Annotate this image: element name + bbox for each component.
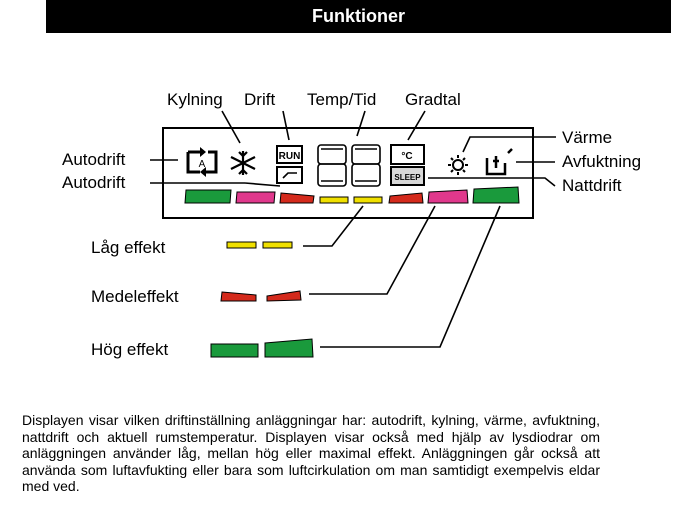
sleep-text: SLEEP: [394, 173, 421, 182]
legend-low-bars: [226, 241, 293, 249]
sleep-indicator-box: [390, 166, 425, 186]
label-lag-effekt: Låg effekt: [91, 238, 166, 257]
label-varme: Värme: [562, 128, 613, 147]
led-medium-right: [388, 192, 424, 204]
led-low-left: [319, 196, 349, 204]
label-drift: Drift: [244, 90, 276, 109]
description-paragraph: Displayen visar vilken driftinställning …: [22, 412, 600, 494]
label-temp-tid: Temp/Tid: [307, 90, 377, 109]
led-high-right: [472, 186, 520, 204]
digit-display: [317, 144, 381, 187]
timer-indicator-box: [276, 166, 303, 184]
label-kylning: Kylning: [167, 90, 223, 109]
label-autodrift-bottom: Autodrift: [62, 173, 126, 192]
run-indicator-box: [276, 145, 303, 164]
label-hog-effekt: Hög effekt: [91, 340, 169, 359]
celsius-text: °C: [401, 151, 412, 162]
auto-mode-icon: A: [186, 147, 218, 177]
led-low-right: [353, 196, 383, 204]
legend-medium-bars: [220, 290, 302, 302]
label-autodrift-top: Autodrift: [62, 150, 126, 169]
led-medium-high-left: [235, 191, 276, 204]
label-gradtal: Gradtal: [405, 90, 461, 109]
celsius-indicator-box: [390, 144, 425, 165]
sun-icon: [448, 155, 468, 175]
led-bar-row: [184, 186, 520, 204]
led-high-left: [184, 189, 232, 204]
display-frame: [162, 127, 534, 219]
label-nattdrift: Nattdrift: [562, 176, 622, 195]
leader-lines: [150, 110, 556, 348]
snowflake-icon: [230, 151, 256, 175]
auto-letter: A: [199, 159, 206, 170]
display-diagram: A RUN °C SLEEP: [150, 110, 556, 358]
led-medium-left: [279, 192, 315, 204]
legend-high-bars: [210, 338, 314, 358]
label-medeleffekt: Medeleffekt: [91, 287, 179, 306]
label-avfuktning: Avfuktning: [562, 152, 642, 171]
run-text: RUN: [279, 151, 301, 162]
section-title: Funktioner: [46, 0, 671, 33]
led-medium-high-right: [427, 189, 469, 204]
dehumidify-icon: [485, 148, 513, 176]
